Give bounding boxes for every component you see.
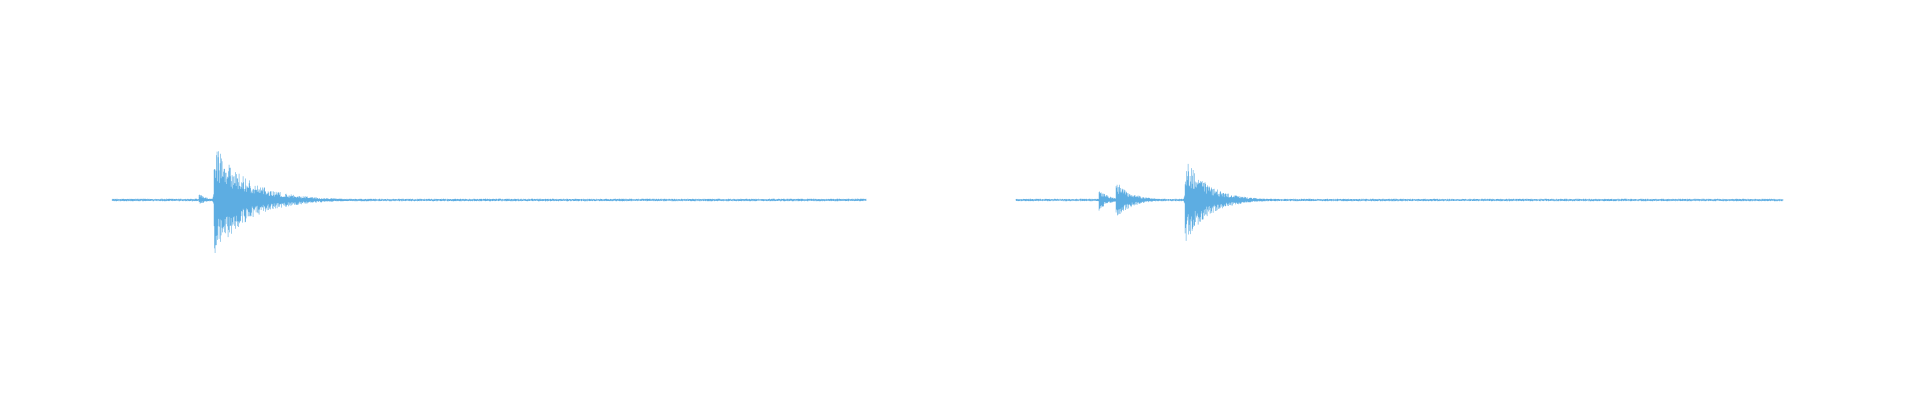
waveform-panel-right [1015, 0, 1784, 400]
waveform-trace [111, 151, 867, 254]
waveform-right [1015, 163, 1784, 241]
waveform-trace [1015, 163, 1784, 241]
waveform-left [111, 151, 867, 254]
waveform-panel-left [111, 0, 867, 400]
